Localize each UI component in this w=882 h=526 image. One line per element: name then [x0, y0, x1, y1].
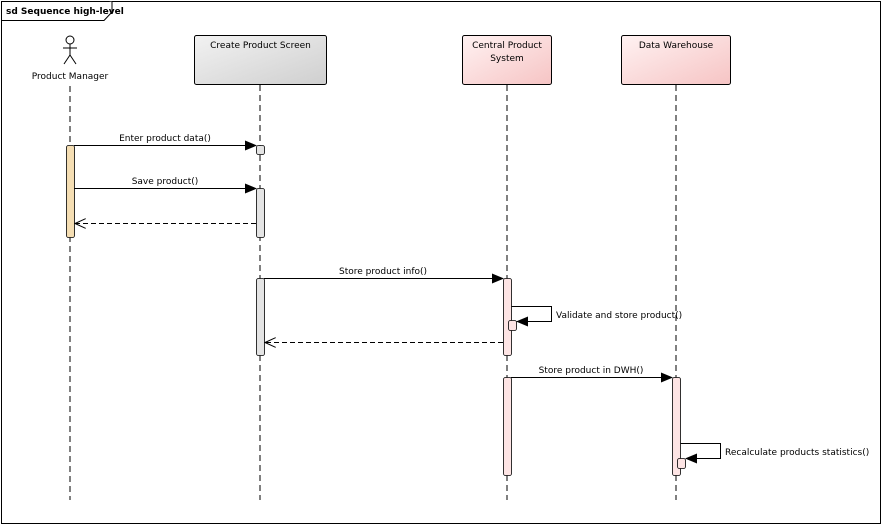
activation-screen-save [256, 188, 265, 238]
message-validate-and-store-product [511, 306, 552, 327]
participant-label: Data Warehouse [639, 41, 714, 51]
participant-create-product-screen: Create Product Screen [194, 35, 327, 85]
frame-title-tab [1, 1, 113, 21]
actor-left-leg [63, 54, 71, 65]
activation-screen-store [256, 278, 265, 356]
participant-central-product-system: Central Product System [462, 35, 552, 85]
participant-label-line-2: System [490, 54, 524, 64]
activation-cps-validate [508, 320, 517, 331]
actor-head [65, 35, 75, 45]
participant-box [621, 35, 731, 85]
message-label: Store product in DWH() [539, 366, 644, 376]
activation-dwh [672, 377, 681, 476]
activation-dwh-recalc [677, 458, 686, 469]
participant-box [462, 35, 552, 85]
participant-data-warehouse: Data Warehouse [621, 35, 731, 85]
activation-cps-dwh [503, 377, 512, 476]
participant-label: Create Product Screen [210, 41, 311, 51]
activation-screen-enter [256, 145, 265, 155]
actor-right-leg [69, 54, 77, 65]
activation-product-manager [66, 145, 75, 238]
actor-label: Product Manager [32, 72, 109, 82]
message-label: Store product info() [339, 267, 427, 277]
frame-title: sd Sequence high-level [6, 7, 124, 17]
message-label: Enter product data() [119, 134, 211, 144]
message-label: Recalculate products statistics() [725, 448, 869, 458]
participant-label-line-1: Central Product [472, 41, 542, 51]
message-label: Validate and store product() [556, 311, 682, 321]
message-label: Save product() [132, 177, 199, 187]
actor-product-manager: Product Manager [32, 35, 109, 82]
activation-cps-store [503, 278, 512, 356]
message-recalculate-products-statistics [680, 443, 721, 464]
participant-box [194, 35, 327, 85]
